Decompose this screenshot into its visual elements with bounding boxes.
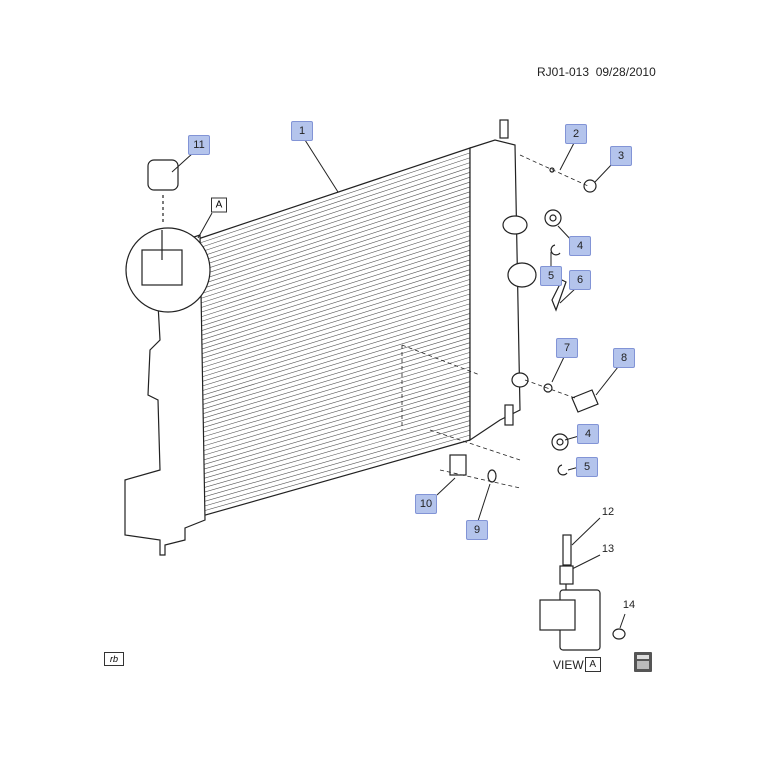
radiator-fin xyxy=(194,210,471,301)
left-tank xyxy=(124,234,206,556)
radiator-fin xyxy=(194,347,471,431)
callout-7[interactable]: 7 xyxy=(556,338,578,358)
diagram-header: RJ01-013 09/28/2010 xyxy=(537,65,656,79)
callout-5-upper[interactable]: 5 xyxy=(540,266,562,286)
radiator-fin xyxy=(194,259,471,347)
radiator-fin xyxy=(194,215,471,306)
radiator-fin xyxy=(194,220,471,310)
diagram-date: 09/28/2010 xyxy=(595,65,656,79)
radiator-fin xyxy=(194,240,471,329)
callout-8[interactable]: 8 xyxy=(613,348,635,368)
radiator-fin xyxy=(194,395,471,477)
leader-lines xyxy=(171,139,626,629)
radiator-fin xyxy=(194,235,471,324)
callout-11[interactable]: 11 xyxy=(188,135,210,155)
radiator-fin xyxy=(194,230,471,320)
radiator-fin xyxy=(194,327,471,412)
radiator-fin xyxy=(194,308,471,394)
radiator-fin xyxy=(194,167,471,259)
callout-5-lower[interactable]: 5 xyxy=(576,457,598,477)
radiator-fin xyxy=(194,371,471,454)
callout-2[interactable]: 2 xyxy=(565,124,587,144)
radiator-fin xyxy=(194,274,471,361)
radiator-fin xyxy=(194,400,471,482)
radiator-fin xyxy=(194,225,471,315)
callout-1[interactable]: 1 xyxy=(291,121,313,141)
view-a-label: VIEW A xyxy=(553,657,601,672)
radiator-fin xyxy=(194,249,471,338)
detail-reference-a: A xyxy=(211,197,227,213)
radiator-fin xyxy=(194,415,471,496)
radiator-fin xyxy=(194,352,471,435)
part-11 xyxy=(147,159,179,191)
radiator-fin xyxy=(194,176,471,269)
radiator-fin xyxy=(194,386,471,468)
radiator-fin xyxy=(194,366,471,449)
callout-9[interactable]: 9 xyxy=(466,520,488,540)
radiator-fin xyxy=(194,152,471,245)
callout-12: 12 xyxy=(601,506,615,518)
radiator-fin xyxy=(194,264,471,352)
radiator-fin xyxy=(194,381,471,463)
radiator-fin xyxy=(194,429,471,510)
callout-4-lower[interactable]: 4 xyxy=(577,424,599,444)
radiator-fin xyxy=(194,196,471,287)
right-tank xyxy=(469,139,521,442)
radiator-fin xyxy=(194,162,471,255)
callout-4-upper[interactable]: 4 xyxy=(569,236,591,256)
radiator-fin xyxy=(194,391,471,472)
radiator-fin xyxy=(194,206,471,296)
callout-10[interactable]: 10 xyxy=(415,494,437,514)
radiator-fin xyxy=(194,434,471,514)
radiator-fin xyxy=(194,269,471,357)
callout-3[interactable]: 3 xyxy=(610,146,632,166)
radiator-fin xyxy=(194,298,471,384)
radiator-fin xyxy=(194,405,471,486)
radiator-fin xyxy=(194,157,471,250)
radiator-fin xyxy=(194,245,471,333)
radiator-fin xyxy=(194,313,471,398)
callout-6[interactable]: 6 xyxy=(569,270,591,290)
radiator-fin xyxy=(194,356,471,440)
radiator-fin xyxy=(194,283,471,371)
diagram-code: RJ01-013 xyxy=(537,65,590,79)
view-text: VIEW xyxy=(553,657,584,672)
radiator-fin xyxy=(194,322,471,408)
radiator-fin xyxy=(194,254,471,343)
radiator-fin xyxy=(194,420,471,500)
callout-13: 13 xyxy=(601,543,615,555)
radiator-fin xyxy=(194,410,471,491)
radiator-fin xyxy=(194,279,471,366)
radiator-fin xyxy=(194,376,471,459)
radiator-fin xyxy=(194,318,471,403)
radiator-fin xyxy=(194,293,471,380)
footer-tag: rb xyxy=(104,652,124,666)
radiator-fin xyxy=(194,425,471,505)
radiator-fin xyxy=(194,288,471,375)
radiator-fin xyxy=(194,332,471,417)
view-ref-box: A xyxy=(584,657,601,672)
callout-14: 14 xyxy=(622,599,636,611)
calculator-icon xyxy=(634,652,652,672)
radiator-fin xyxy=(194,201,471,292)
radiator-fin xyxy=(194,361,471,445)
radiator-fin xyxy=(194,181,471,273)
radiator-fin xyxy=(194,191,471,282)
radiator-fin xyxy=(194,337,471,421)
radiator-fin xyxy=(194,303,471,389)
radiator-fin xyxy=(194,186,471,278)
radiator-fin xyxy=(194,342,471,426)
radiator-fin xyxy=(194,172,471,264)
